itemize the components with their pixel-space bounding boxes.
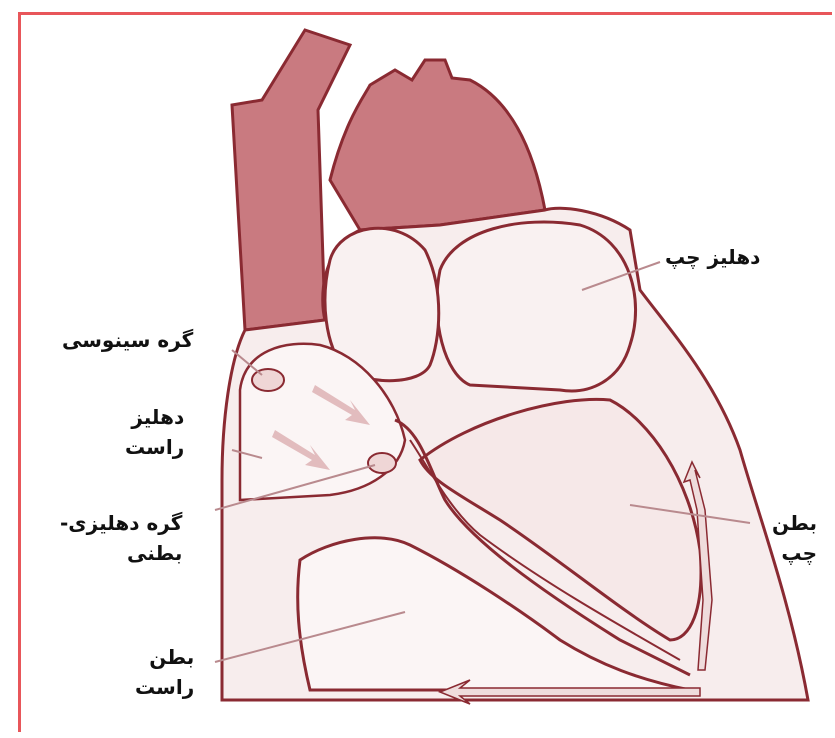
label-av-node: گره دهلیزی- بطنی — [60, 508, 182, 568]
label-left-ventricle-line1: بطن — [772, 508, 817, 538]
label-right-ventricle-line1: بطن — [135, 642, 194, 672]
label-left-atrium-line1: دهلیز چپ — [665, 242, 760, 272]
label-right-atrium: دهلیز راست — [125, 402, 184, 462]
label-left-ventricle: بطن چپ — [772, 508, 817, 568]
label-right-ventricle-line2: راست — [135, 672, 194, 702]
label-right-atrium-line1: دهلیز — [125, 402, 184, 432]
label-av-node-line1: گره دهلیزی- — [60, 508, 182, 538]
label-av-node-line2: بطنی — [60, 538, 182, 568]
aortic-arch — [330, 60, 545, 230]
label-left-ventricle-line2: چپ — [772, 538, 817, 568]
label-sa-node-line1: گره سینوسی — [62, 325, 193, 355]
left-atrium — [437, 222, 636, 391]
label-sa-node: گره سینوسی — [62, 325, 193, 355]
av-node — [368, 453, 396, 473]
label-right-atrium-line2: راست — [125, 432, 184, 462]
label-left-atrium: دهلیز چپ — [665, 242, 760, 272]
sa-node — [252, 369, 284, 391]
label-right-ventricle: بطن راست — [135, 642, 194, 702]
